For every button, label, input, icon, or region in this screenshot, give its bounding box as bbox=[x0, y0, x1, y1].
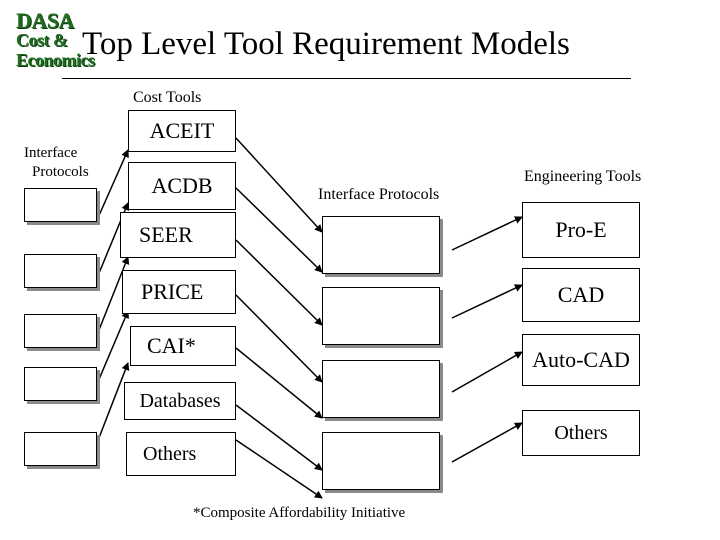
arrow-others-to-mid-4 bbox=[235, 439, 323, 499]
cost-tool-acdb: ACDB bbox=[128, 162, 236, 210]
middle-protocols-heading: Interface Protocols bbox=[318, 186, 440, 203]
engineering-tool-auto-cad: Auto-CAD bbox=[522, 334, 640, 386]
cost-tools-heading: Cost Tools bbox=[133, 89, 202, 106]
title-divider bbox=[62, 78, 631, 79]
logo-line-2: Cost & bbox=[16, 30, 68, 50]
cost-tool-cai: CAI* bbox=[130, 326, 236, 366]
arrow-mid-3-to-autocad bbox=[451, 351, 523, 393]
arrow-mid-1-to-proe bbox=[451, 216, 523, 251]
engineering-tool-pro-e: Pro-E bbox=[522, 202, 640, 258]
middle-protocol-box-4 bbox=[322, 432, 440, 490]
engineering-tools-heading: Engineering Tools bbox=[524, 168, 642, 185]
middle-protocol-box-3 bbox=[322, 360, 440, 418]
engineering-tool-cad: CAD bbox=[522, 268, 640, 322]
arrow-mid-2-to-cad bbox=[451, 284, 523, 319]
left-protocol-box-5 bbox=[24, 432, 97, 466]
cost-tool-price: PRICE bbox=[122, 270, 236, 314]
left-protocols-heading-line1: Interface bbox=[24, 145, 78, 161]
arrow-protocol-5-to-cai bbox=[96, 362, 130, 444]
arrow-protocol-1-to-aceit bbox=[96, 149, 129, 221]
middle-protocol-box-2 bbox=[322, 287, 440, 345]
arrow-price-to-mid-3 bbox=[235, 294, 323, 383]
cost-tool-seer: SEER bbox=[120, 212, 236, 258]
cost-tool-others: Others bbox=[126, 432, 236, 476]
cost-tool-aceit: ACEIT bbox=[128, 110, 236, 152]
arrow-databases-to-mid-4 bbox=[235, 404, 323, 471]
arrow-cai-to-mid-3 bbox=[235, 347, 323, 419]
logo-line-1: DASA bbox=[16, 8, 74, 33]
arrow-acdb-to-mid-1 bbox=[235, 187, 323, 273]
arrow-protocol-4-to-price bbox=[96, 310, 129, 385]
arrow-seer-to-mid-2 bbox=[235, 239, 323, 326]
arrow-mid-4-to-others bbox=[451, 422, 523, 463]
slide-title: Top Level Tool Requirement Models bbox=[82, 26, 570, 62]
middle-protocol-box-1 bbox=[322, 216, 440, 274]
left-protocols-heading-line2: Protocols bbox=[32, 164, 89, 180]
left-protocol-box-4 bbox=[24, 367, 97, 401]
left-protocol-box-1 bbox=[24, 188, 97, 222]
left-protocol-box-3 bbox=[24, 314, 97, 348]
cost-tool-databases: Databases bbox=[124, 382, 236, 420]
arrow-aceit-to-mid-1 bbox=[235, 137, 323, 233]
left-protocol-box-2 bbox=[24, 254, 97, 288]
logo-line-3: Economics bbox=[16, 50, 95, 70]
footnote: *Composite Affordability Initiative bbox=[193, 505, 406, 521]
engineering-tool-others: Others bbox=[522, 410, 640, 456]
